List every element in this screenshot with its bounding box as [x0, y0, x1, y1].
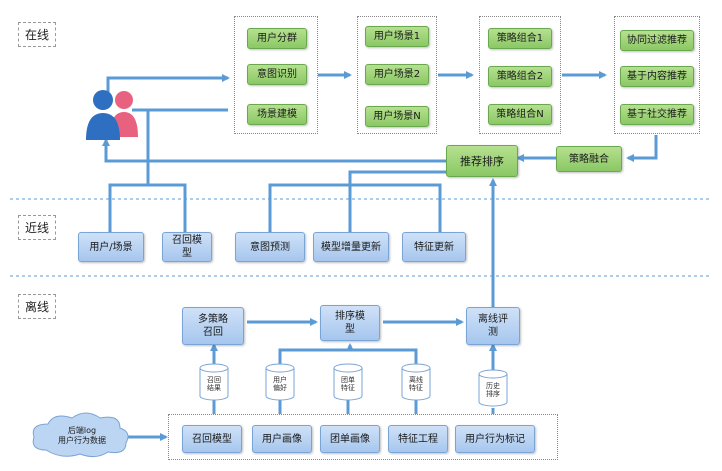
cylinder-history-rank [478, 369, 508, 407]
segment-node[interactable]: 用户分群 [247, 28, 307, 49]
multi-recall-node[interactable]: 多策略 召回 [182, 307, 244, 345]
history-rank-label: 历史 排序 [479, 380, 507, 400]
tier-label-offline: 离线 [18, 294, 57, 319]
log-cloud: 后端log 用户行为数据 [40, 422, 124, 450]
cyl-text: 召回 [207, 376, 221, 384]
intent-predict-node[interactable]: 意图预测 [235, 232, 305, 262]
feature-engineering-node[interactable]: 特征工程 [388, 425, 448, 453]
multi-recall-line2: 召回 [203, 327, 223, 338]
cyl-text: 历史 [486, 382, 500, 390]
scene-node[interactable]: 用户场景N [365, 106, 429, 127]
scene-node[interactable]: 用户场景1 [365, 26, 429, 47]
cyl-text: 偏好 [273, 384, 287, 392]
multi-recall-line1: 多策略 [198, 314, 228, 325]
intent-node[interactable]: 意图识别 [247, 64, 307, 85]
deal-profile-node[interactable]: 团单画像 [320, 425, 380, 453]
tier-label-online: 在线 [18, 22, 57, 47]
cloud-shape [32, 412, 129, 458]
offline-eval-line1: 离线评 [478, 314, 508, 325]
offline-eval-node[interactable]: 离线评 测 [466, 307, 520, 345]
scene-model-node[interactable]: 场景建模 [247, 104, 307, 125]
cylinder-user-pref [265, 363, 295, 401]
rank-model-node[interactable]: 排序模 型 [320, 305, 380, 341]
recall-model-line1: 召回模 [172, 235, 202, 246]
social-recommend-node[interactable]: 基于社交推荐 [620, 104, 694, 125]
strategy-node[interactable]: 策略组合N [488, 104, 552, 125]
cylinder-offline-feature [401, 363, 431, 401]
feature-update-node[interactable]: 特征更新 [402, 232, 466, 262]
model-update-node[interactable]: 模型增量更新 [313, 232, 389, 262]
fusion-node[interactable]: 策略融合 [556, 146, 622, 172]
rank-model-line2: 型 [345, 324, 355, 335]
cyl-text: 结果 [207, 384, 221, 392]
user-profile-node[interactable]: 用户画像 [252, 425, 312, 453]
recall-model-nearline-node[interactable]: 召回模 型 [162, 232, 212, 262]
offline-feature-label: 离线 特征 [402, 374, 430, 394]
cyl-text: 特征 [409, 384, 423, 392]
cloud-line2: 用户行为数据 [58, 436, 106, 445]
cf-recommend-node[interactable]: 协同过滤推荐 [620, 30, 694, 51]
cyl-text: 排序 [486, 390, 500, 398]
recall-result-label: 召回 结果 [200, 374, 228, 394]
deal-feature-label: 团单 特征 [334, 374, 362, 394]
cloud-line1: 后端log [67, 426, 97, 435]
strategy-node[interactable]: 策略组合1 [488, 28, 552, 49]
rank-model-line1: 排序模 [335, 311, 365, 322]
user-pref-label: 用户 偏好 [266, 374, 294, 394]
recall-model-line2: 型 [182, 248, 192, 259]
content-recommend-node[interactable]: 基于内容推荐 [620, 66, 694, 87]
users-icon [86, 90, 138, 140]
offline-eval-line2: 测 [488, 327, 498, 338]
strategy-node[interactable]: 策略组合2 [488, 66, 552, 87]
cyl-text: 离线 [409, 376, 423, 384]
rank-node[interactable]: 推荐排序 [446, 145, 518, 177]
cyl-text: 团单 [341, 376, 355, 384]
cyl-text: 特征 [341, 384, 355, 392]
cyl-text: 用户 [273, 376, 287, 384]
user-scene-node[interactable]: 用户/场景 [78, 232, 144, 262]
behavior-label-node[interactable]: 用户行为标记 [455, 425, 535, 453]
recall-model-node[interactable]: 召回模型 [182, 425, 242, 453]
cylinder-recall-result [199, 363, 229, 401]
tier-label-nearline: 近线 [18, 215, 57, 240]
cylinder-deal-feature [333, 363, 363, 401]
scene-node[interactable]: 用户场景2 [365, 64, 429, 85]
